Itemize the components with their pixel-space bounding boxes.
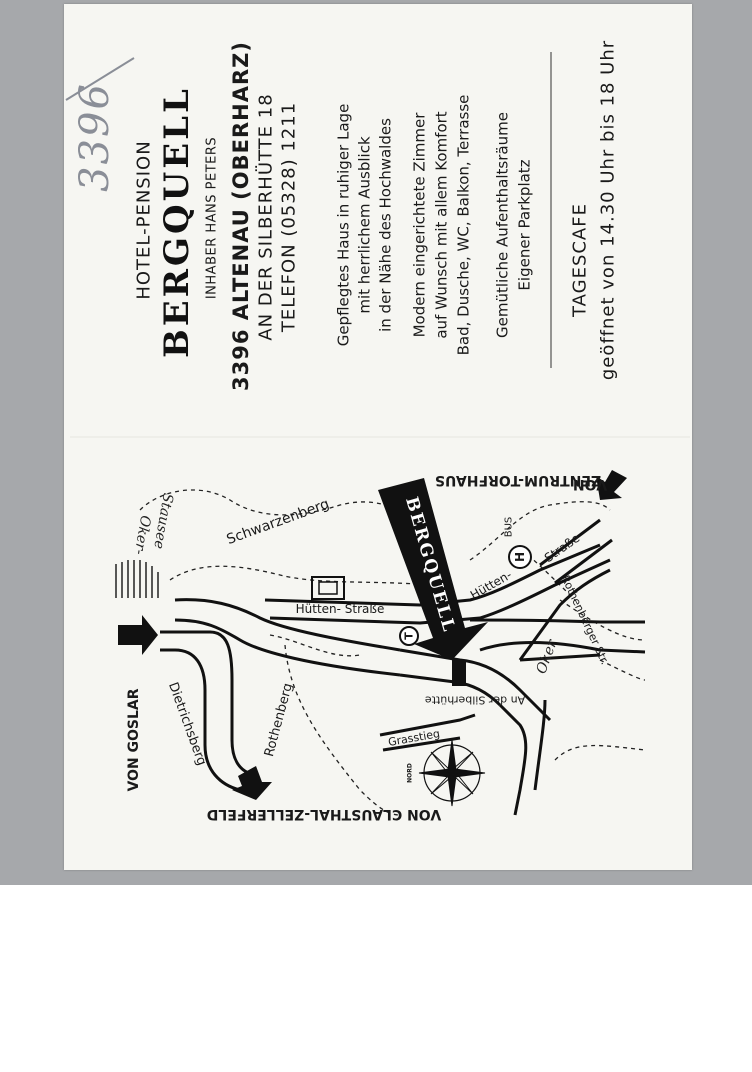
clausthal-arrow bbox=[232, 766, 272, 800]
cafe-title: TAGESCAFE bbox=[569, 203, 591, 317]
t-station-circle bbox=[399, 626, 419, 646]
t-station-letter: T bbox=[402, 632, 416, 640]
silberhuette-label: An der Silberhütte bbox=[424, 693, 526, 707]
from-zentrum-label-2: ZENTRUM-TORFHAUS bbox=[434, 472, 602, 488]
compass-nord-label: NORD bbox=[406, 763, 414, 783]
hotel-street: AN DER SILBERHÜTTE 18 bbox=[255, 93, 277, 341]
hotel-city: 3396 ALTENAU (OBERHARZ) bbox=[229, 41, 253, 391]
bus-stop-circle bbox=[508, 545, 532, 569]
hotel-phone: TELEFON (05328) 1211 bbox=[278, 101, 300, 333]
pencil-stroke bbox=[65, 57, 135, 101]
stausee-water bbox=[115, 560, 159, 598]
feature-2-line-2: auf Wunsch mit allem Komfort bbox=[432, 111, 451, 339]
from-clausthal-label: VON CLAUSTHAL-ZELLERFELD bbox=[206, 806, 442, 822]
pencil-note: 3396 bbox=[72, 82, 118, 192]
hotel-brand: BERGQUELL bbox=[157, 86, 197, 358]
feature-3-line-1: Gemütliche Aufenthaltsräume bbox=[493, 112, 512, 338]
huetten-strasse-label: Hütten- Straße bbox=[295, 602, 385, 616]
bergquell-arrow bbox=[378, 478, 488, 660]
bus-stop-letter: H bbox=[513, 551, 527, 563]
feature-3-line-2: Eigener Parkplatz bbox=[515, 159, 534, 291]
compass-rose bbox=[418, 739, 486, 807]
feature-1-line-2: mit herrlichem Ausblick bbox=[355, 136, 374, 314]
parking-sign bbox=[311, 576, 345, 600]
bus-label: BUS bbox=[503, 516, 515, 538]
cafe-hours: geöffnet von 14.30 Uhr bis 18 Uhr bbox=[597, 39, 619, 381]
hotel-type: HOTEL-PENSION bbox=[133, 140, 155, 300]
feature-2-line-3: Bad, Dusche, WC, Balkon, Terrasse bbox=[454, 94, 473, 356]
roads bbox=[160, 518, 646, 816]
feature-1-line-1: Gepflegtes Haus in ruhiger Lage bbox=[334, 103, 353, 347]
feature-2-line-1: Modern eingerichtete Zimmer bbox=[410, 112, 429, 338]
goslar-arrow bbox=[118, 615, 158, 655]
hotel-marker bbox=[452, 660, 466, 686]
hotel-owner: INHABER HANS PETERS bbox=[204, 136, 220, 300]
from-goslar-label: VON GOSLAR bbox=[126, 688, 142, 792]
zentrum-arrow bbox=[596, 470, 627, 500]
feature-1-line-3: in der Nähe des Hochwaldes bbox=[376, 118, 395, 332]
